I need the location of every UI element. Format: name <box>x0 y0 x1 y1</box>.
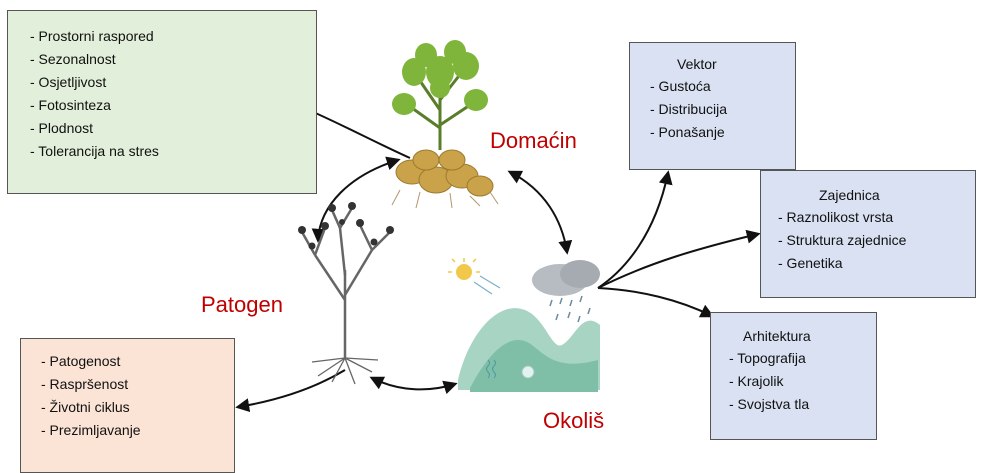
community-factor-item: - Genetika <box>778 255 843 271</box>
arrow-env-community <box>597 229 761 289</box>
vector-factors-box: Vektor - Gustoća - Distribucija - Ponaša… <box>629 42 796 170</box>
vector-box-title: Vektor <box>677 56 717 72</box>
host-factor-item: - Sezonalnost <box>30 51 116 67</box>
pathogen-factor-item: - Životni ciklus <box>41 399 130 415</box>
environment-label: Okoliš <box>543 408 605 433</box>
community-factor-item: - Struktura zajednice <box>778 232 907 248</box>
community-factor-item: - Raznolikost vrsta <box>778 209 894 225</box>
arrow-env-architecture <box>597 287 715 318</box>
community-factors-box: Zajednica - Raznolikost vrsta - Struktur… <box>760 170 976 298</box>
architecture-factor-item: - Krajolik <box>729 373 784 389</box>
architecture-factors-box: Arhitektura - Topografija - Krajolik - S… <box>710 312 877 440</box>
host-factor-item: - Prostorni raspored <box>30 28 154 44</box>
vector-factor-item: - Gustoća <box>650 78 711 94</box>
community-box-title: Zajednica <box>819 187 880 203</box>
architecture-factor-item: - Svojstva tla <box>729 396 810 412</box>
architecture-box-title: Arhitektura <box>743 328 811 344</box>
pathogen-label: Patogen <box>201 292 283 317</box>
host-factors-box: - Prostorni raspored - Sezonalnost - Osj… <box>7 10 317 194</box>
pathogen-factor-item: - Raspršenost <box>41 376 129 392</box>
host-factor-item: - Plodnost <box>30 120 94 136</box>
pathogen-factors-box: - Patogenost - Raspršenost - Životni cik… <box>20 338 235 473</box>
vector-factor-item: - Ponašanje <box>650 124 725 140</box>
host-label: Domaćin <box>490 128 577 153</box>
pathogen-factor-item: - Prezimljavanje <box>41 422 141 438</box>
host-factor-item: - Fotosinteza <box>30 97 111 113</box>
arrow-host-pathogen <box>311 156 401 243</box>
pathogen-factor-item: - Patogenost <box>41 353 121 369</box>
architecture-factor-item: - Topografija <box>729 350 806 366</box>
arrow-env-vector <box>597 170 673 289</box>
arrow-pathogen-environment <box>369 376 458 395</box>
vector-factor-item: - Distribucija <box>650 101 728 117</box>
host-factor-item: - Tolerancija na stres <box>30 143 159 159</box>
host-factor-item: - Osjetljivost <box>30 74 107 90</box>
arrow-host-environment <box>507 170 573 255</box>
